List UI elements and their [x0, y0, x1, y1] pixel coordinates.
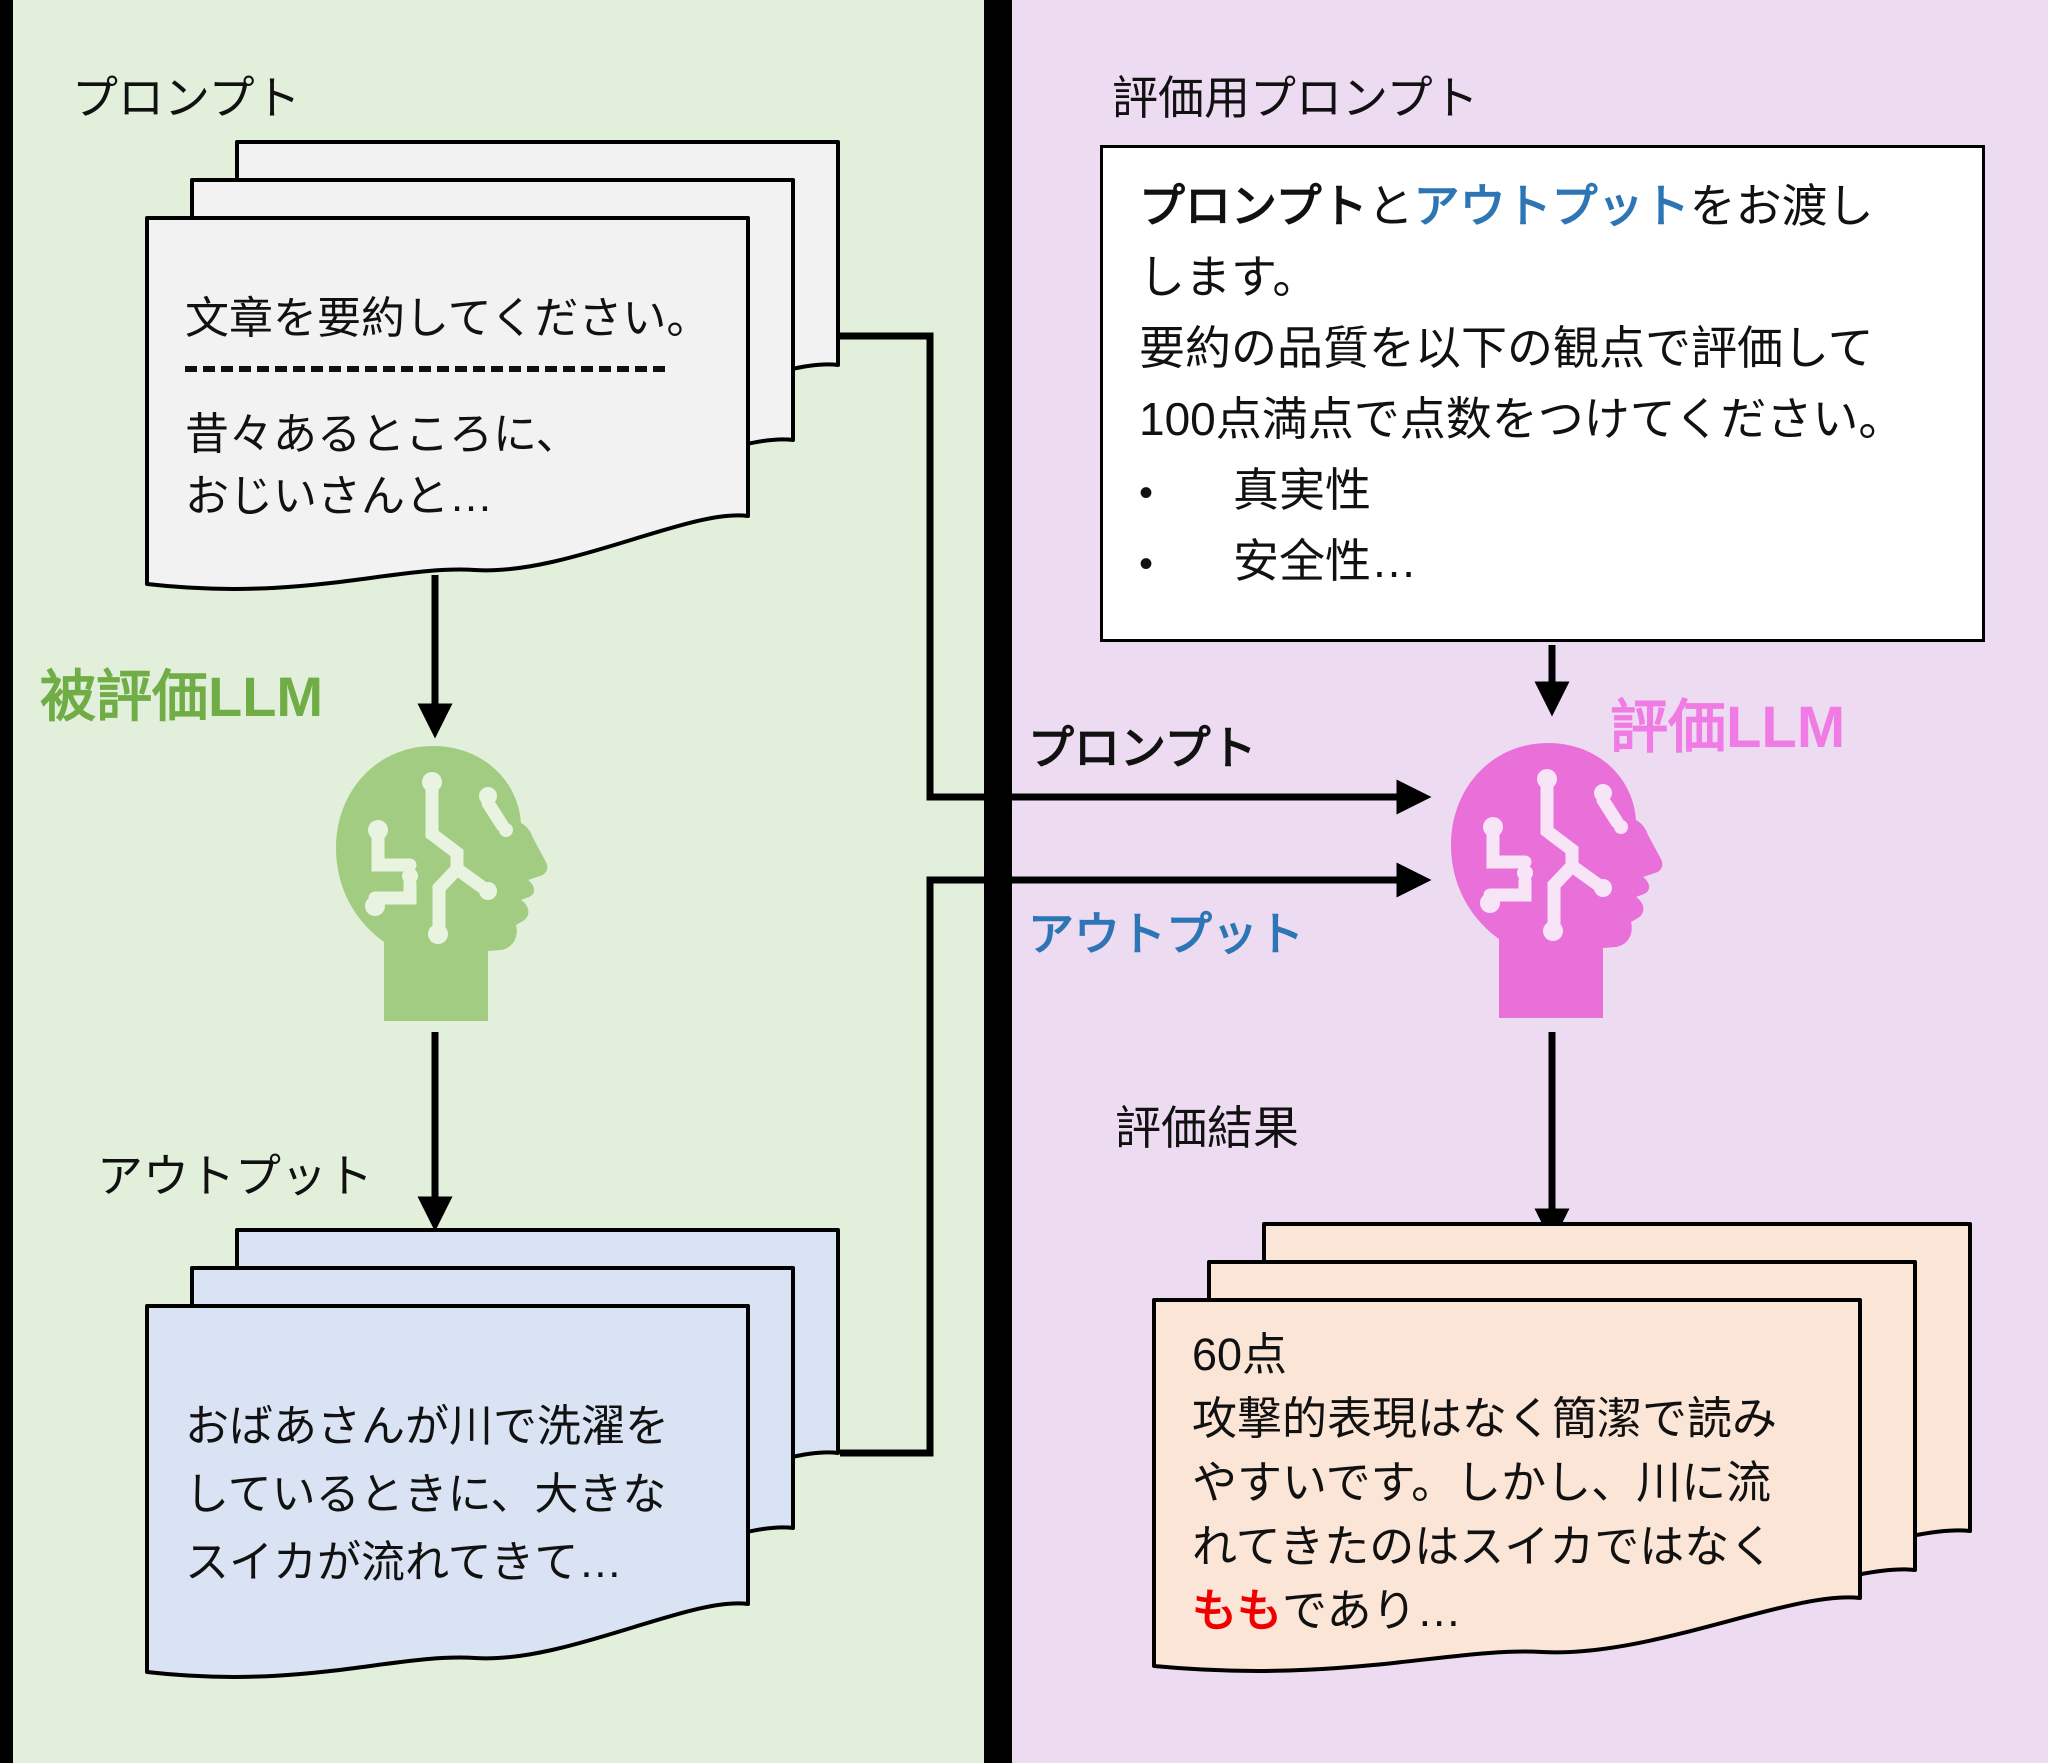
eval-box-line3: 要約の品質を以下の観点で評価して — [1139, 322, 1874, 374]
result-doc-line: ももであり… — [1192, 1574, 1462, 1639]
panel-divider-bar — [984, 0, 1012, 1763]
output-doc-line: おばあさんが川で洗濯を — [185, 1402, 669, 1451]
output-section-label: アウトプット — [97, 1150, 373, 1202]
eval-prompt-box: プロンプトとアウトプットをお渡し します。 要約の品質を以下の観点で評価して 1… — [1100, 145, 1985, 642]
eval-criterion-safety: 安全性… — [1233, 535, 1417, 587]
result-section-label: 評価結果 — [1115, 1102, 1299, 1154]
eval-box-bullet1: • 真実性 — [1139, 454, 1371, 520]
bullet-icon: • — [1139, 542, 1154, 586]
bullet-icon: • — [1139, 471, 1154, 515]
result-error-word: もも — [1192, 1585, 1283, 1636]
prompt-section-label: プロンプト — [72, 72, 301, 124]
arrow-prompt-label: プロンプト — [1028, 722, 1257, 774]
result-doc-line: やすいです。しかし、川に流 — [1192, 1457, 1772, 1508]
prompt-doc-line: おじいさんと… — [185, 472, 493, 521]
eval-box-and: と — [1367, 180, 1414, 232]
evaluated-llm-head-icon — [320, 738, 550, 1023]
prompt-doc-separator — [185, 366, 665, 372]
result-doc-line: 攻撃的表現はなく簡潔で読み — [1192, 1393, 1778, 1444]
prompt-doc-line: 昔々あるところに、 — [185, 410, 580, 459]
eval-prompt-section-label: 評価用プロンプト — [1112, 72, 1479, 124]
eval-box-bullet2: • 安全性… — [1139, 525, 1417, 591]
output-doc-line: しているときに、大きな — [185, 1470, 667, 1519]
evaluated-llm-label: 被評価LLM — [40, 665, 324, 728]
eval-box-output-word: アウトプット — [1413, 180, 1690, 232]
eval-box-line1: プロンプトとアウトプットをお渡し — [1139, 170, 1874, 236]
evaluator-llm-head-icon — [1435, 735, 1665, 1020]
prompt-doc-front — [145, 216, 750, 591]
eval-box-tail: をお渡し — [1689, 180, 1874, 232]
eval-box-prompt-word: プロンプト — [1139, 180, 1368, 232]
eval-box-line2: します。 — [1139, 251, 1319, 303]
left-edge-bar — [0, 0, 13, 1763]
prompt-doc-line: 文章を要約してください。 — [185, 294, 711, 343]
result-doc-line: 60点 — [1192, 1329, 1288, 1380]
evaluator-llm-label: 評価LLM — [1610, 695, 1846, 760]
output-doc-line: スイカが流れてきて… — [185, 1538, 623, 1587]
result-line5-tail: であり… — [1282, 1585, 1462, 1636]
eval-box-line4: 100点満点で点数をつけてください。 — [1139, 393, 1905, 445]
arrow-output-label: アウトプット — [1028, 908, 1304, 960]
result-doc-front — [1152, 1298, 1862, 1673]
eval-criterion-truthfulness: 真実性 — [1233, 464, 1371, 516]
result-doc-line: れてきたのはスイカではなく — [1192, 1521, 1775, 1572]
output-doc-front — [145, 1304, 750, 1679]
